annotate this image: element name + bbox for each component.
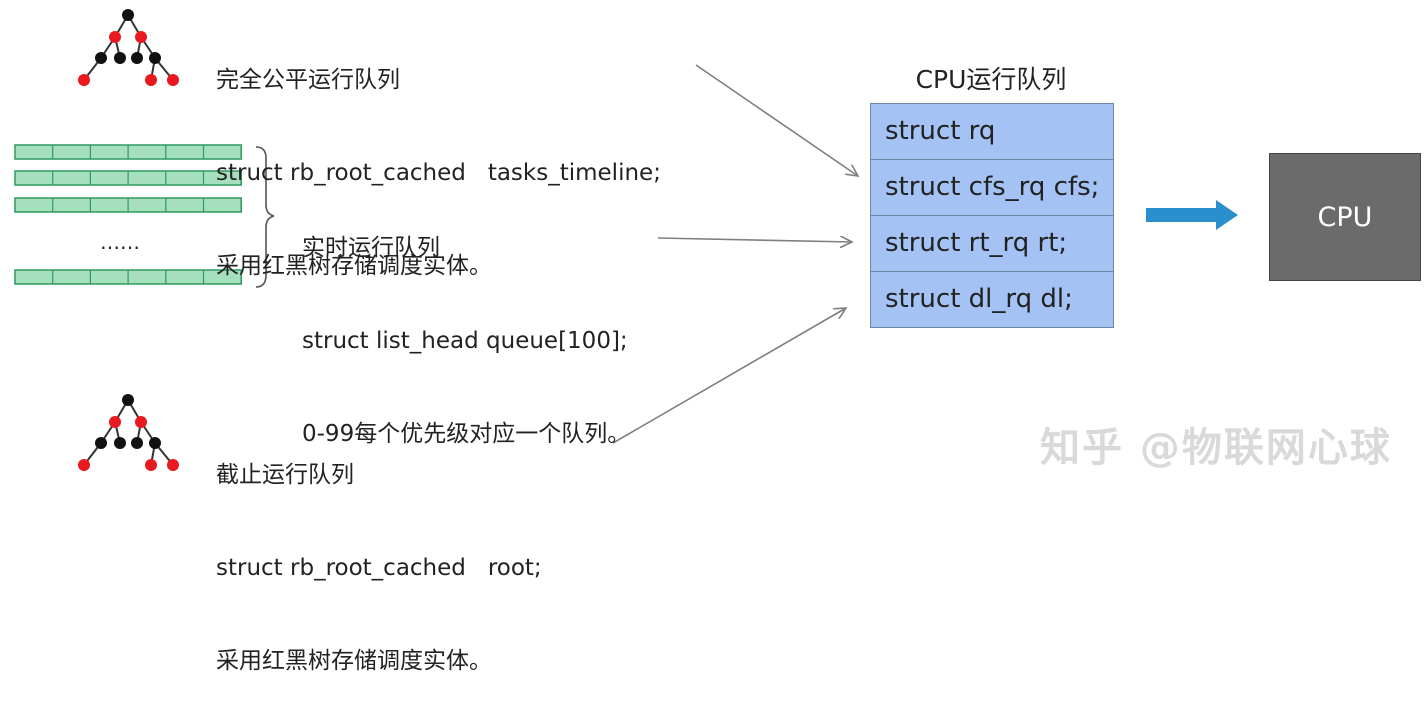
dl-description: 截止运行队列 struct rb_root_cached root; 采用红黑树… [216, 398, 542, 708]
runqueue-row-rq: struct rq [871, 104, 1113, 160]
cpu-label: CPU [1317, 201, 1373, 233]
cfs-to-runqueue-arrow [695, 64, 858, 176]
rt-priority-line: 0-99每个优先级对应一个队列。 [302, 421, 631, 447]
runqueue-row-dl: struct dl_rq dl; [885, 284, 1073, 314]
diagram-canvas [14, 9, 1238, 471]
runqueue-box: struct rq struct cfs_rq cfs; struct rt_r… [870, 103, 1114, 328]
dl-title: 截止运行队列 [216, 462, 354, 488]
rt-to-runqueue-arrow [657, 238, 852, 242]
watermark: 知乎 @物联网心球 [1040, 425, 1392, 471]
rt-title: 实时运行队列 [302, 235, 440, 261]
red-black-tree-icon [78, 9, 179, 86]
cpu-box: CPU [1269, 153, 1421, 281]
cfs-title: 完全公平运行队列 [216, 67, 400, 93]
runqueue-row-cfs: struct cfs_rq cfs; [871, 160, 1113, 216]
dl-to-runqueue-arrow [612, 308, 846, 444]
red-black-tree-icon [78, 394, 179, 471]
dl-storage-line: 采用红黑树存储调度实体。 [216, 648, 492, 674]
curly-brace-icon [255, 146, 275, 288]
dl-struct-line: struct rb_root_cached root; [216, 555, 542, 581]
runqueue-to-cpu-arrow [1146, 200, 1238, 230]
ellipsis-label: …… [100, 230, 140, 254]
rt-struct-line: struct list_head queue[100]; [302, 328, 628, 354]
priority-queue-array-icon [14, 144, 242, 285]
rt-description: 实时运行队列 struct list_head queue[100]; 0-99… [302, 171, 630, 481]
cfs-description: 完全公平运行队列 struct rb_root_cached tasks_tim… [216, 3, 661, 313]
cfs-storage-line: 采用红黑树存储调度实体。 [216, 253, 492, 279]
cfs-struct-line: struct rb_root_cached tasks_timeline; [216, 160, 661, 186]
runqueue-row-rt: struct rt_rq rt; [871, 216, 1113, 272]
runqueue-title: CPU运行队列 [915, 65, 1067, 94]
